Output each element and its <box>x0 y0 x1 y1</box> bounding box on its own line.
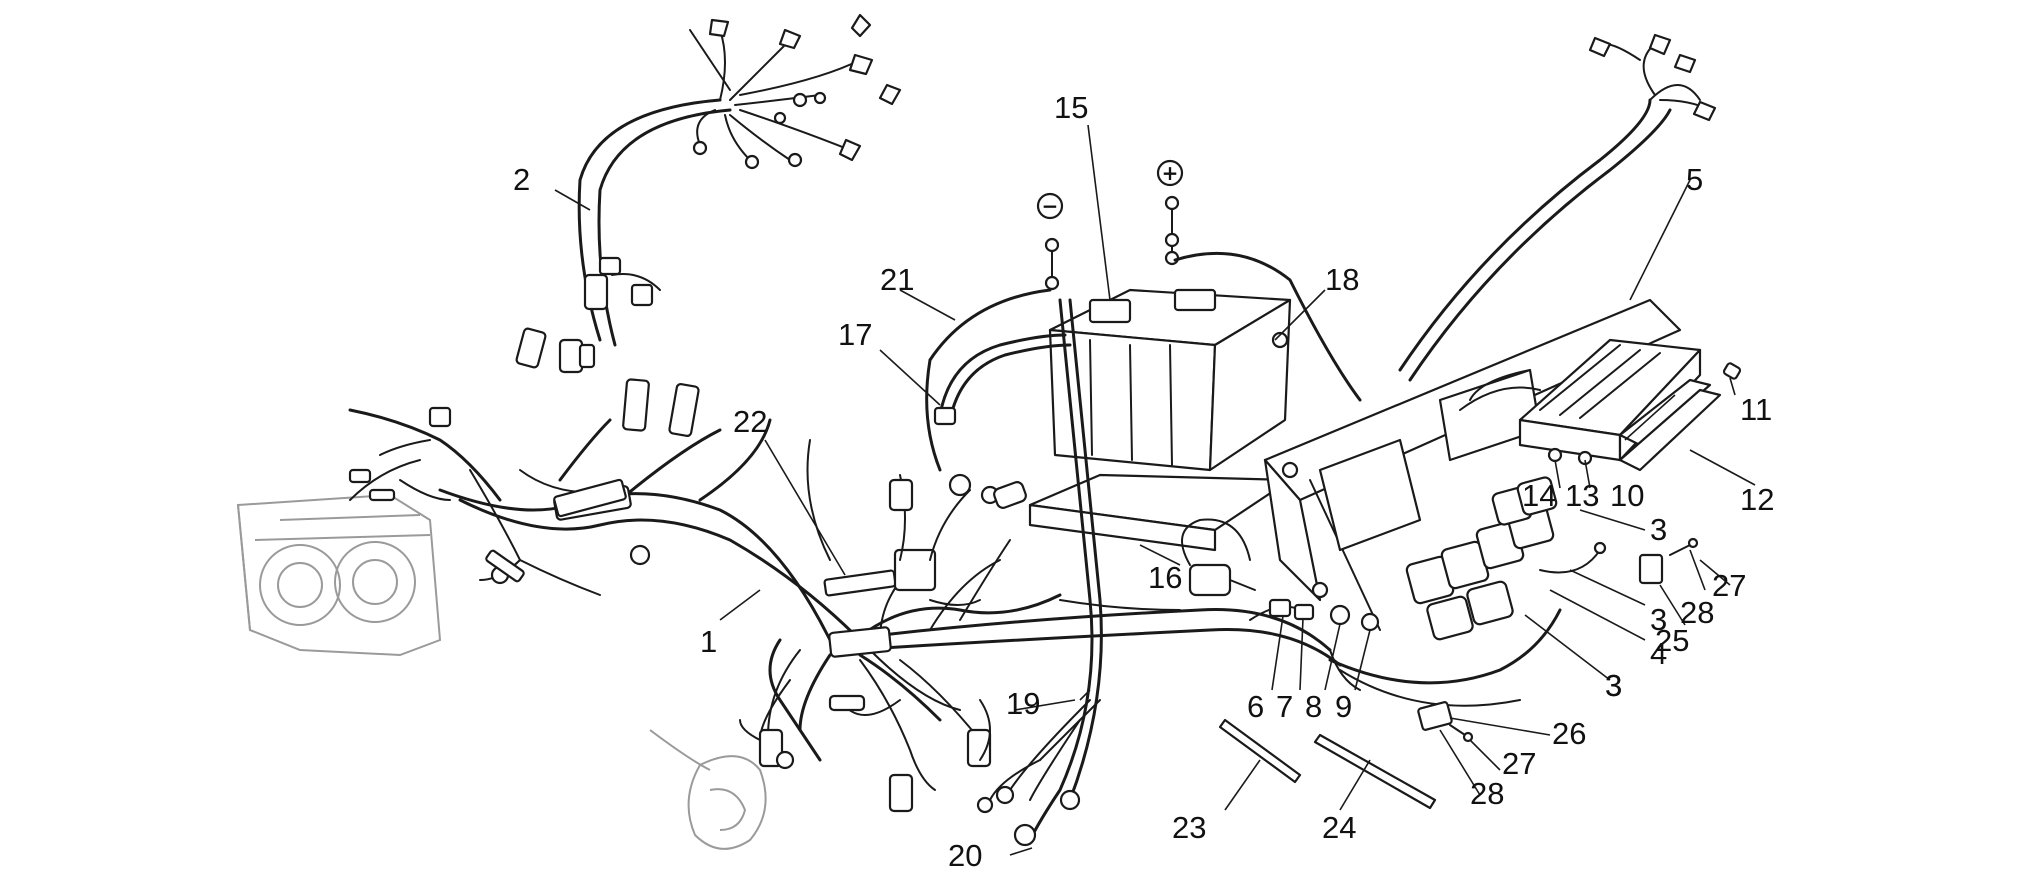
callout-11: 11 <box>1740 392 1772 427</box>
callout-12: 12 <box>1740 482 1774 517</box>
callout-17: 17 <box>838 317 872 352</box>
callout-6: 6 <box>1247 689 1264 724</box>
callout-22: 22 <box>733 404 767 439</box>
mounting-bracket <box>1263 33 1717 631</box>
relay-cluster <box>1405 476 1607 641</box>
horn <box>649 729 767 850</box>
callout-labels: 1 2 3 3 3 3 4 5 6 7 8 9 10 11 12 13 14 1… <box>513 90 1774 873</box>
callout-20: 20 <box>948 838 982 873</box>
cable-ties <box>1218 718 1437 810</box>
callout-3-d: 3 <box>1605 668 1622 703</box>
negative-terminal-icon <box>1036 192 1064 220</box>
callout-21: 21 <box>880 262 914 297</box>
callout-4: 4 <box>1650 636 1667 671</box>
negative-symbol: − <box>1042 194 1059 218</box>
callout-9: 9 <box>1335 689 1352 724</box>
callout-3-b: 3 <box>1605 668 1622 703</box>
callout-14: 14 <box>1522 478 1556 513</box>
callout-24: 24 <box>1322 810 1356 845</box>
sensor-brackets <box>1417 537 1699 743</box>
callout-1: 1 <box>700 624 717 659</box>
callout-18: 18 <box>1325 262 1359 297</box>
harness-lower-connectors <box>739 649 1041 814</box>
dashboard-harness-branch <box>577 13 902 347</box>
callout-23: 23 <box>1172 810 1206 845</box>
headlight-assembly <box>236 493 442 657</box>
battery <box>1028 288 1292 552</box>
callout-19: 19 <box>1006 686 1040 721</box>
callout-15: 15 <box>1054 90 1088 125</box>
callout-26: 26 <box>1552 716 1586 751</box>
callout-3-c: 3 <box>1650 602 1667 637</box>
battery-terminals: − + <box>1036 159 1184 291</box>
leader-lines <box>554 124 1756 856</box>
callout-2: 2 <box>513 162 530 197</box>
callout-13: 13 <box>1565 478 1599 513</box>
positive-symbol: + <box>1162 161 1179 185</box>
callout-28-a: 28 <box>1680 595 1714 630</box>
headlight-connectors <box>348 327 700 585</box>
callout-5: 5 <box>1686 162 1703 197</box>
battery-cables <box>925 251 1362 847</box>
callout-7: 7 <box>1276 689 1293 724</box>
callout-8: 8 <box>1305 689 1322 724</box>
callout-16: 16 <box>1148 560 1182 595</box>
callout-27-a: 27 <box>1712 568 1746 603</box>
callout-28-b: 28 <box>1470 776 1504 811</box>
positive-terminal-icon <box>1156 159 1184 187</box>
callout-25: 25 <box>1655 623 1689 658</box>
small-fittings <box>1268 598 1380 632</box>
relay-16 <box>1181 518 1256 597</box>
callout-3-a: 3 <box>1650 512 1667 547</box>
control-unit <box>1518 338 1742 472</box>
callout-27-b: 27 <box>1502 746 1536 781</box>
callout-10: 10 <box>1610 478 1644 513</box>
